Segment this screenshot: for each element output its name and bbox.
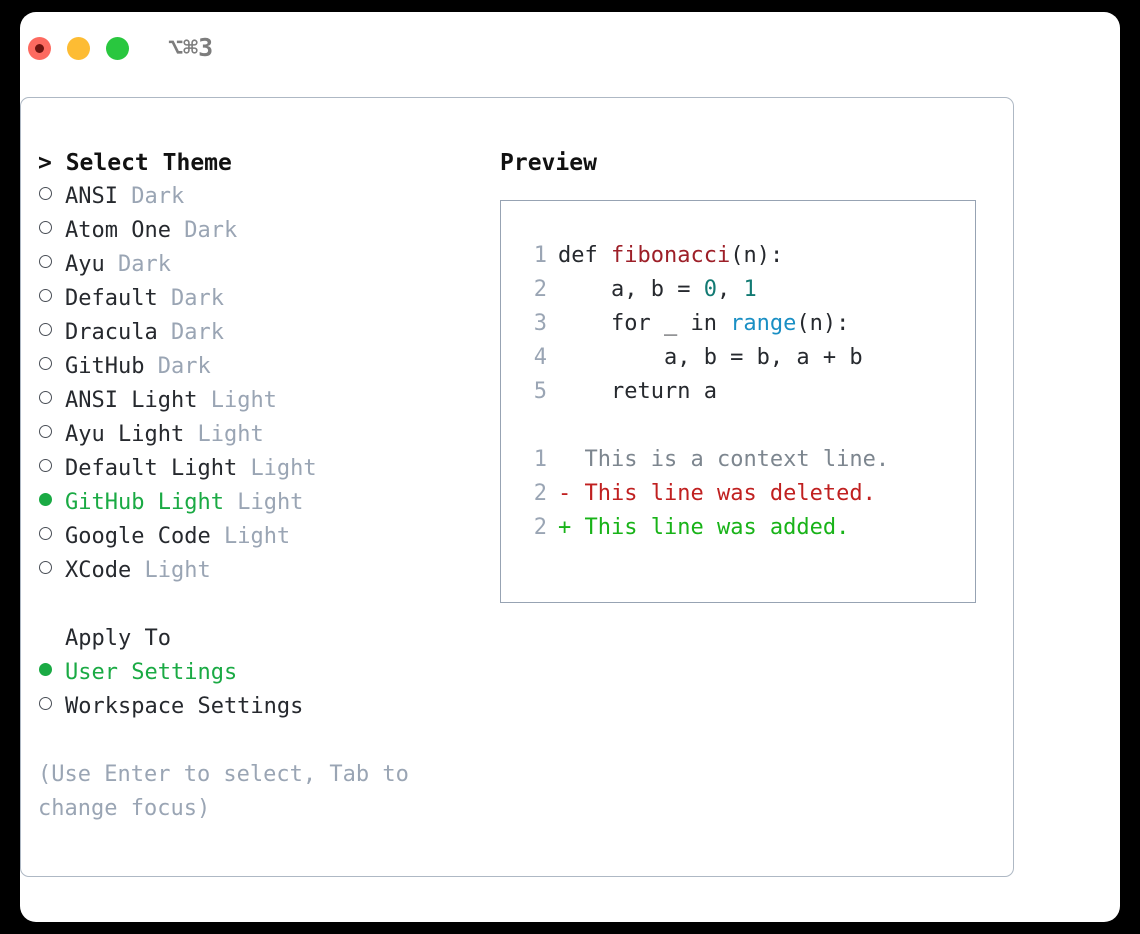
diff-line-context: 1 This is a context line. xyxy=(521,443,969,477)
diff-line-deleted: 2 - This line was deleted. xyxy=(521,477,969,511)
theme-variant-badge: Light xyxy=(250,456,317,481)
preview-code-panel: 1 def fibonacci(n): 2 a, b = 0, 1 3 for … xyxy=(500,200,976,603)
code-line: 4 a, b = b, a + b xyxy=(521,341,969,375)
apply-to-item-selected[interactable]: User Settings xyxy=(38,656,468,690)
line-number: 2 xyxy=(533,515,547,540)
theme-name: XCode xyxy=(65,558,132,583)
theme-list-item[interactable]: Ayu Light Light xyxy=(38,418,468,452)
line-number: 3 xyxy=(533,311,547,336)
apply-to-label: Workspace Settings xyxy=(65,694,304,719)
code-line: 2 a, b = 0, 1 xyxy=(521,273,969,307)
theme-list-item[interactable]: GitHub Dark xyxy=(38,350,468,384)
theme-list: ANSI Dark Atom One Dark Ayu Dark xyxy=(38,180,468,588)
code-text: return a xyxy=(558,379,717,404)
theme-list-item[interactable]: Ayu Dark xyxy=(38,248,468,282)
line-number: 2 xyxy=(533,481,547,506)
title-bar: ⌥⌘3 xyxy=(20,12,1120,74)
line-number: 4 xyxy=(533,345,547,370)
theme-list-item[interactable]: XCode Light xyxy=(38,554,468,588)
theme-list-item[interactable]: Atom One Dark xyxy=(38,214,468,248)
code-line: 5 return a xyxy=(521,375,969,409)
theme-list-item[interactable]: Google Code Light xyxy=(38,520,468,554)
minimize-window-button[interactable] xyxy=(67,37,90,60)
theme-picker-column: > Select Theme ANSI Dark Atom One Dark xyxy=(38,146,468,826)
theme-variant-badge: Dark xyxy=(170,286,224,311)
theme-list-item[interactable]: ANSI Light Light xyxy=(38,384,468,418)
app-window: ⌥⌘3 > Select Theme ANSI Dark Atom One Da… xyxy=(20,12,1120,922)
theme-name: GitHub xyxy=(65,354,145,379)
code-diff-spacer xyxy=(521,409,969,443)
theme-variant-badge: Light xyxy=(210,388,277,413)
theme-variant-badge: Light xyxy=(197,422,264,447)
select-theme-header: > Select Theme xyxy=(38,150,232,176)
keyboard-shortcut-label: ⌥⌘3 xyxy=(168,33,214,62)
theme-variant-badge: Light xyxy=(144,558,211,583)
diff-text: - This line was deleted. xyxy=(558,481,876,506)
theme-variant-badge: Dark xyxy=(131,184,185,209)
apply-to-item[interactable]: Workspace Settings xyxy=(38,690,468,724)
panel-content: > Select Theme ANSI Dark Atom One Dark xyxy=(21,98,1013,876)
theme-variant-badge: Dark xyxy=(170,320,224,345)
theme-name: Default Light xyxy=(65,456,238,481)
theme-list-item[interactable]: ANSI Dark xyxy=(38,180,468,214)
diff-line-added: 2 + This line was added. xyxy=(521,511,969,545)
code-text: a, b = 0, 1 xyxy=(558,277,757,302)
theme-variant-badge: Light xyxy=(237,490,304,515)
line-number: 5 xyxy=(533,379,547,404)
line-number: 1 xyxy=(533,243,547,268)
code-line: 1 def fibonacci(n): xyxy=(521,239,969,273)
theme-variant-badge: Dark xyxy=(157,354,211,379)
theme-name: Google Code xyxy=(65,524,211,549)
code-text: a, b = b, a + b xyxy=(558,345,863,370)
theme-variant-badge: Dark xyxy=(184,218,238,243)
theme-name: Dracula xyxy=(65,320,158,345)
code-text: def fibonacci(n): xyxy=(558,243,784,268)
theme-name: Ayu Light xyxy=(65,422,185,447)
theme-variant-badge: Dark xyxy=(118,252,171,277)
main-panel: > Select Theme ANSI Dark Atom One Dark xyxy=(20,97,1014,877)
theme-name: Default xyxy=(65,286,158,311)
hint-spacer xyxy=(38,724,468,758)
preview-column: Preview 1 def fibonacci(n): 2 a, b = 0, … xyxy=(500,146,990,603)
theme-name: Atom One xyxy=(65,218,171,243)
maximize-window-button[interactable] xyxy=(106,37,129,60)
apply-to-header: Apply To xyxy=(65,626,171,651)
preview-header: Preview xyxy=(500,150,597,176)
code-content: 1 def fibonacci(n): 2 a, b = 0, 1 3 for … xyxy=(521,239,969,545)
list-spacer xyxy=(38,588,468,622)
diff-text: + This line was added. xyxy=(558,515,850,540)
theme-list-item[interactable]: Default Dark xyxy=(38,282,468,316)
theme-list-item[interactable]: Default Light Light xyxy=(38,452,468,486)
theme-list-item[interactable]: Dracula Dark xyxy=(38,316,468,350)
apply-to-label: User Settings xyxy=(65,660,238,685)
theme-variant-badge: Light xyxy=(223,524,291,549)
code-text: for _ in range(n): xyxy=(558,311,850,336)
keyboard-hint-text: (Use Enter to select, Tab to change focu… xyxy=(38,762,423,821)
line-number: 1 xyxy=(533,447,547,472)
theme-name: Ayu xyxy=(65,252,105,277)
line-number: 2 xyxy=(533,277,547,302)
apply-to-list: User Settings Workspace Settings xyxy=(38,656,468,724)
theme-name: ANSI xyxy=(65,184,118,209)
code-line: 3 for _ in range(n): xyxy=(521,307,969,341)
theme-list-item-selected[interactable]: GitHub Light Light xyxy=(38,486,468,520)
theme-name: GitHub Light xyxy=(65,490,224,515)
diff-text: This is a context line. xyxy=(584,447,890,472)
theme-name: ANSI Light xyxy=(65,388,198,413)
close-window-button[interactable] xyxy=(28,37,51,60)
